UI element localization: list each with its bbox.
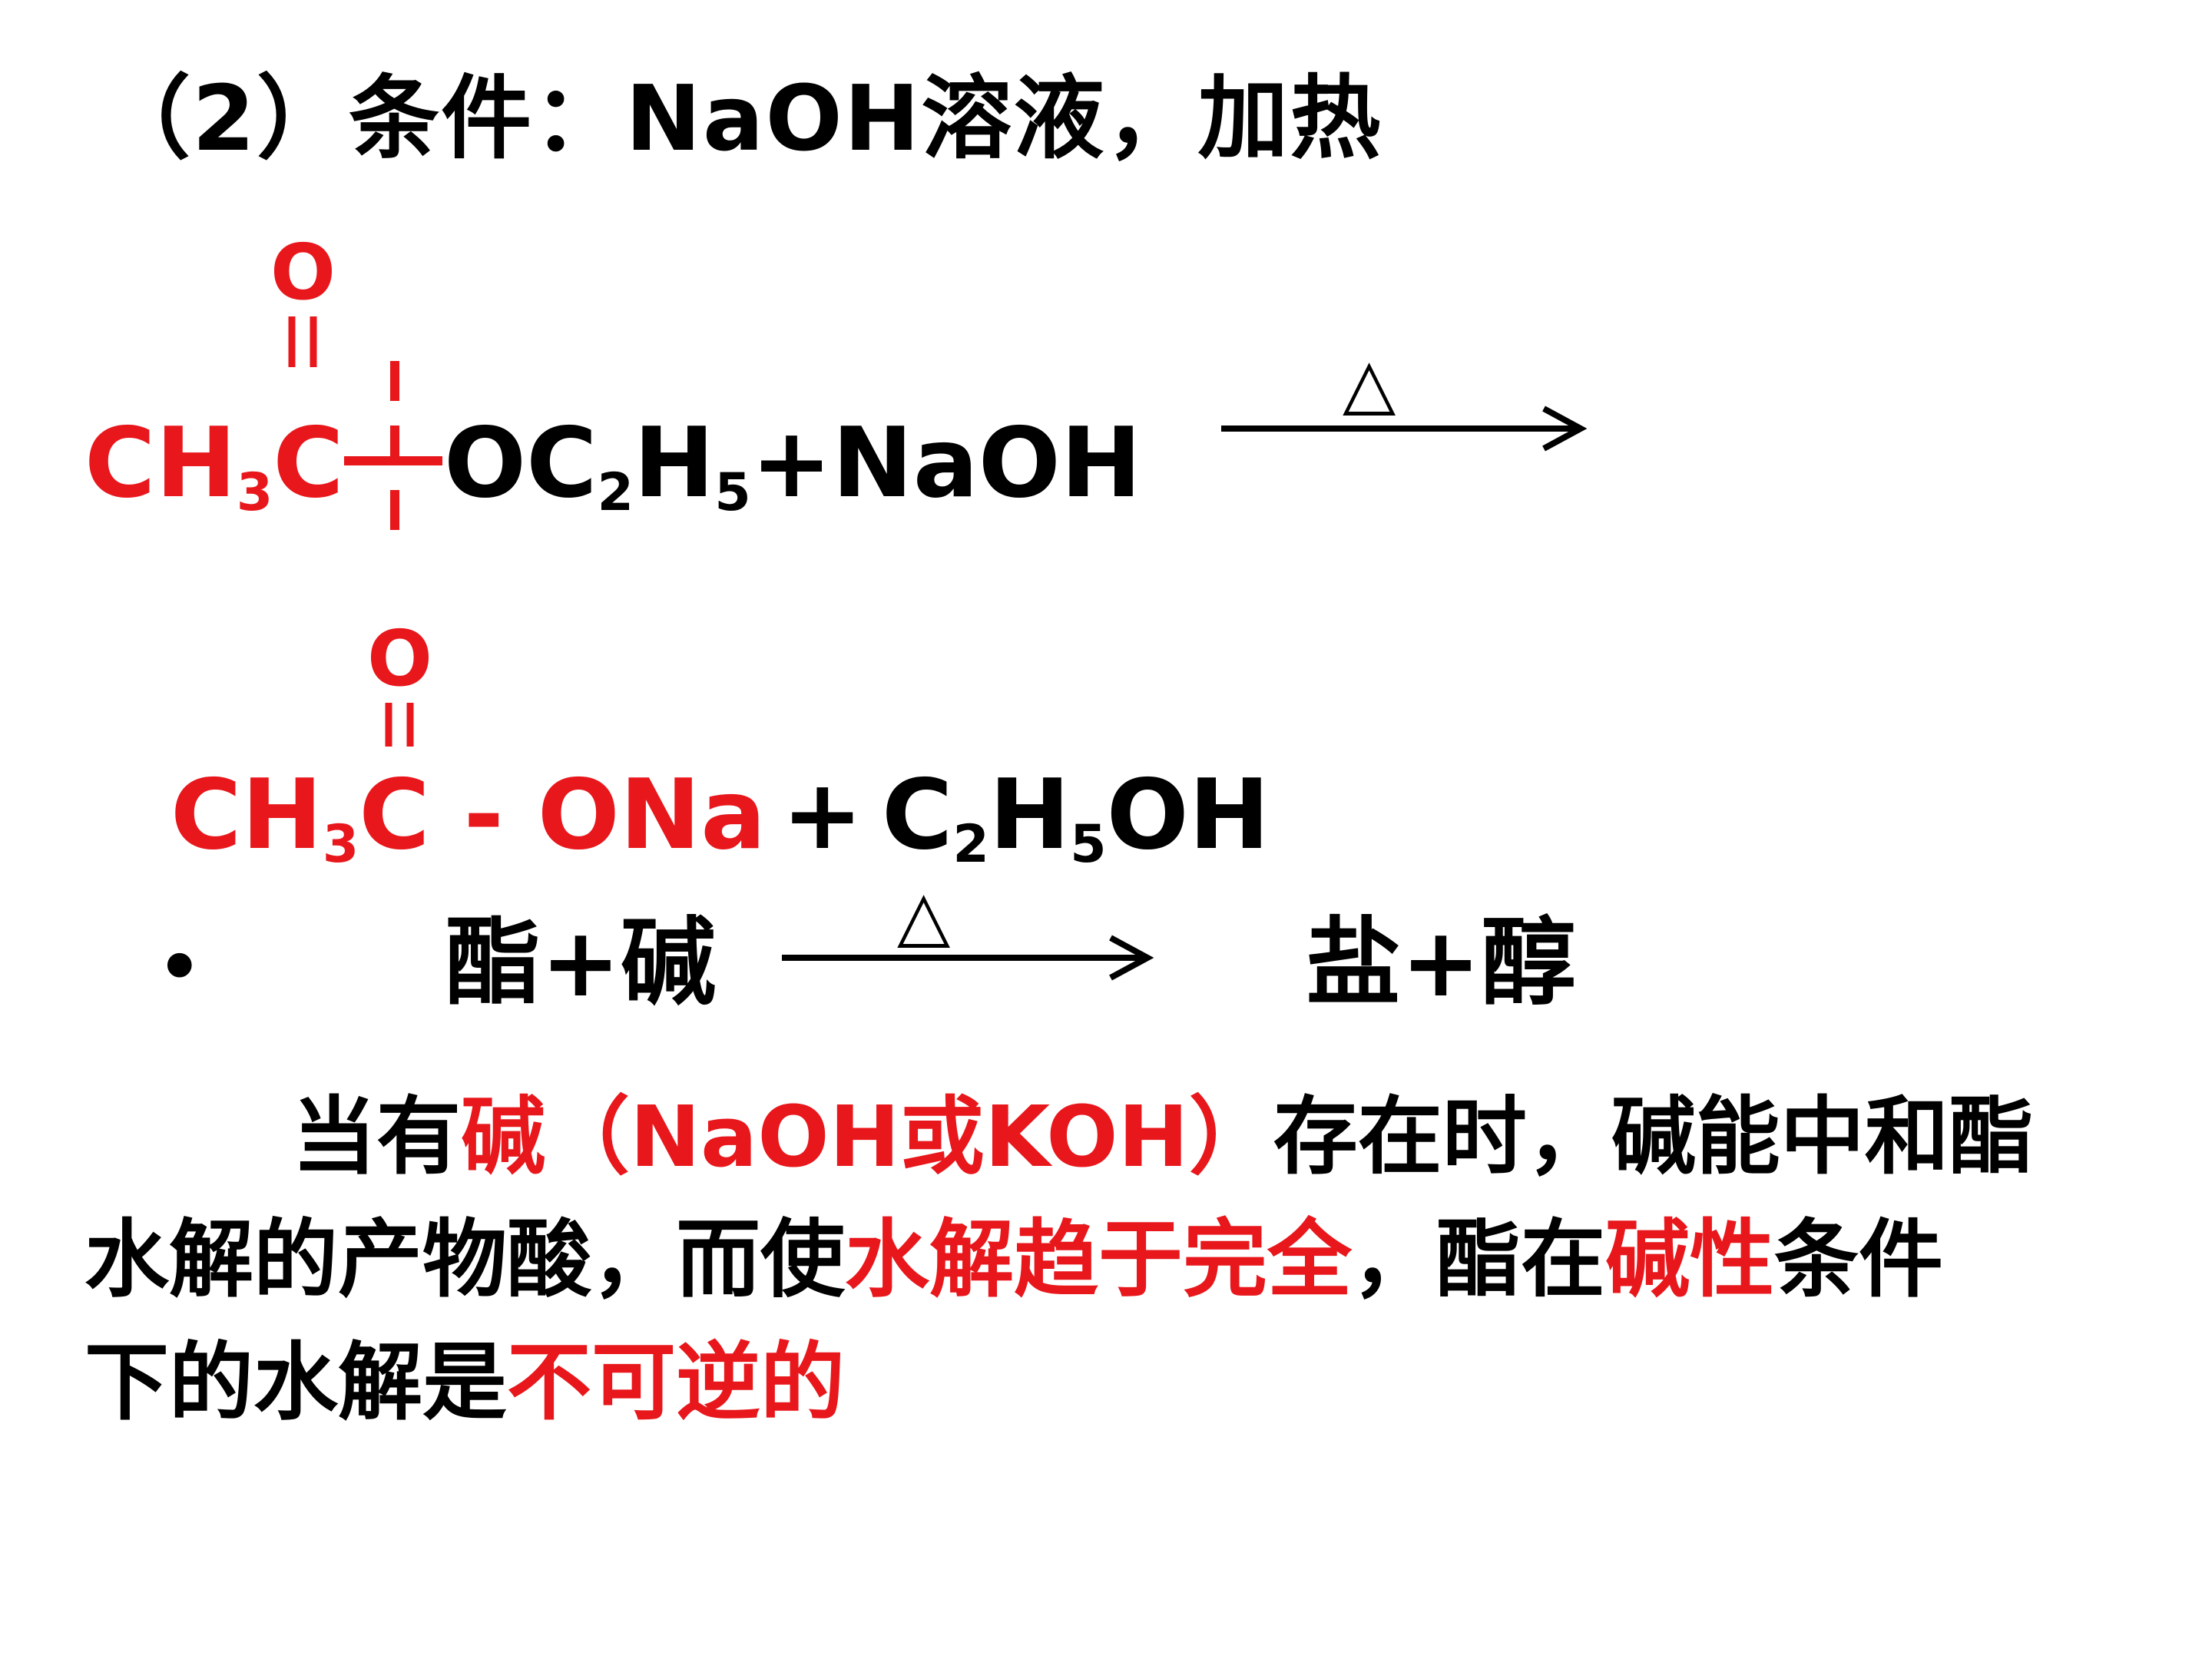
text-run: 水解的产物酸，而使: [84, 1210, 845, 1309]
subscript: 3: [236, 462, 273, 523]
highlight-text: 碱（NaOH或KOH）: [461, 1088, 1273, 1186]
sodium-acetate: CH3C - ONa: [171, 767, 766, 871]
subscript: 2: [597, 462, 634, 523]
formula-text: H: [633, 406, 715, 519]
highlight-text: 碱性: [1605, 1210, 1774, 1309]
paragraph-line-1: 当有碱（NaOH或KOH）存在时，碱能中和酯: [84, 1075, 2112, 1198]
reactants-words: 酯+碱: [445, 908, 716, 1018]
formula-text: OC: [444, 406, 598, 519]
carbonyl-oxygen-1: O: [270, 227, 336, 317]
highlight-text: 不可逆的: [507, 1333, 845, 1432]
ester-acyl-group: CH3C: [84, 415, 344, 519]
subscript: 5: [714, 462, 751, 523]
text-run: 当有: [292, 1088, 461, 1186]
subscript: 2: [952, 814, 989, 875]
formula-text: CH: [171, 758, 323, 871]
carbonyl-oxygen-2: O: [367, 614, 433, 704]
text-run: 下的水解是: [84, 1333, 507, 1432]
slide-title: （2）条件：NaOH溶液，加热: [100, 65, 1382, 171]
heat-symbol-1: △: [1343, 343, 1396, 424]
formula-text: C: [882, 758, 953, 871]
bullet: •: [157, 927, 202, 1008]
text-run: 存在时，碱能中和酯: [1273, 1088, 2034, 1186]
paragraph-line-3: 下的水解是不可逆的: [84, 1321, 2112, 1444]
ethanol: C2H5OH: [882, 767, 1270, 871]
arrowhead-2: [1109, 935, 1154, 981]
paragraph-line-2: 水解的产物酸，而使水解趋于完全，酯在碱性条件: [84, 1198, 2112, 1321]
formula-text: CH: [84, 406, 237, 519]
plus-sign: +: [782, 758, 863, 871]
ester-alkoxy-and-base: OC2H5+NaOH: [444, 415, 1141, 519]
highlight-text: 水解趋于完全: [845, 1210, 1352, 1309]
products-words: 盐+醇: [1306, 908, 1576, 1018]
explanation-paragraph: 当有碱（NaOH或KOH）存在时，碱能中和酯 水解的产物酸，而使水解趋于完全，酯…: [84, 1075, 2112, 1444]
heat-symbol-2: △: [897, 876, 951, 956]
formula-text: H: [988, 758, 1071, 871]
text-run: ，酯在: [1352, 1210, 1605, 1309]
text-run: 条件: [1774, 1210, 1943, 1309]
subscript: 3: [322, 814, 359, 875]
formula-text: OH: [1106, 758, 1270, 871]
subscript: 5: [1070, 814, 1107, 875]
arrowhead-1: [1542, 406, 1588, 452]
formula-text: C: [273, 406, 344, 519]
formula-text: C - ONa: [359, 758, 767, 871]
formula-text: +NaOH: [750, 406, 1142, 519]
